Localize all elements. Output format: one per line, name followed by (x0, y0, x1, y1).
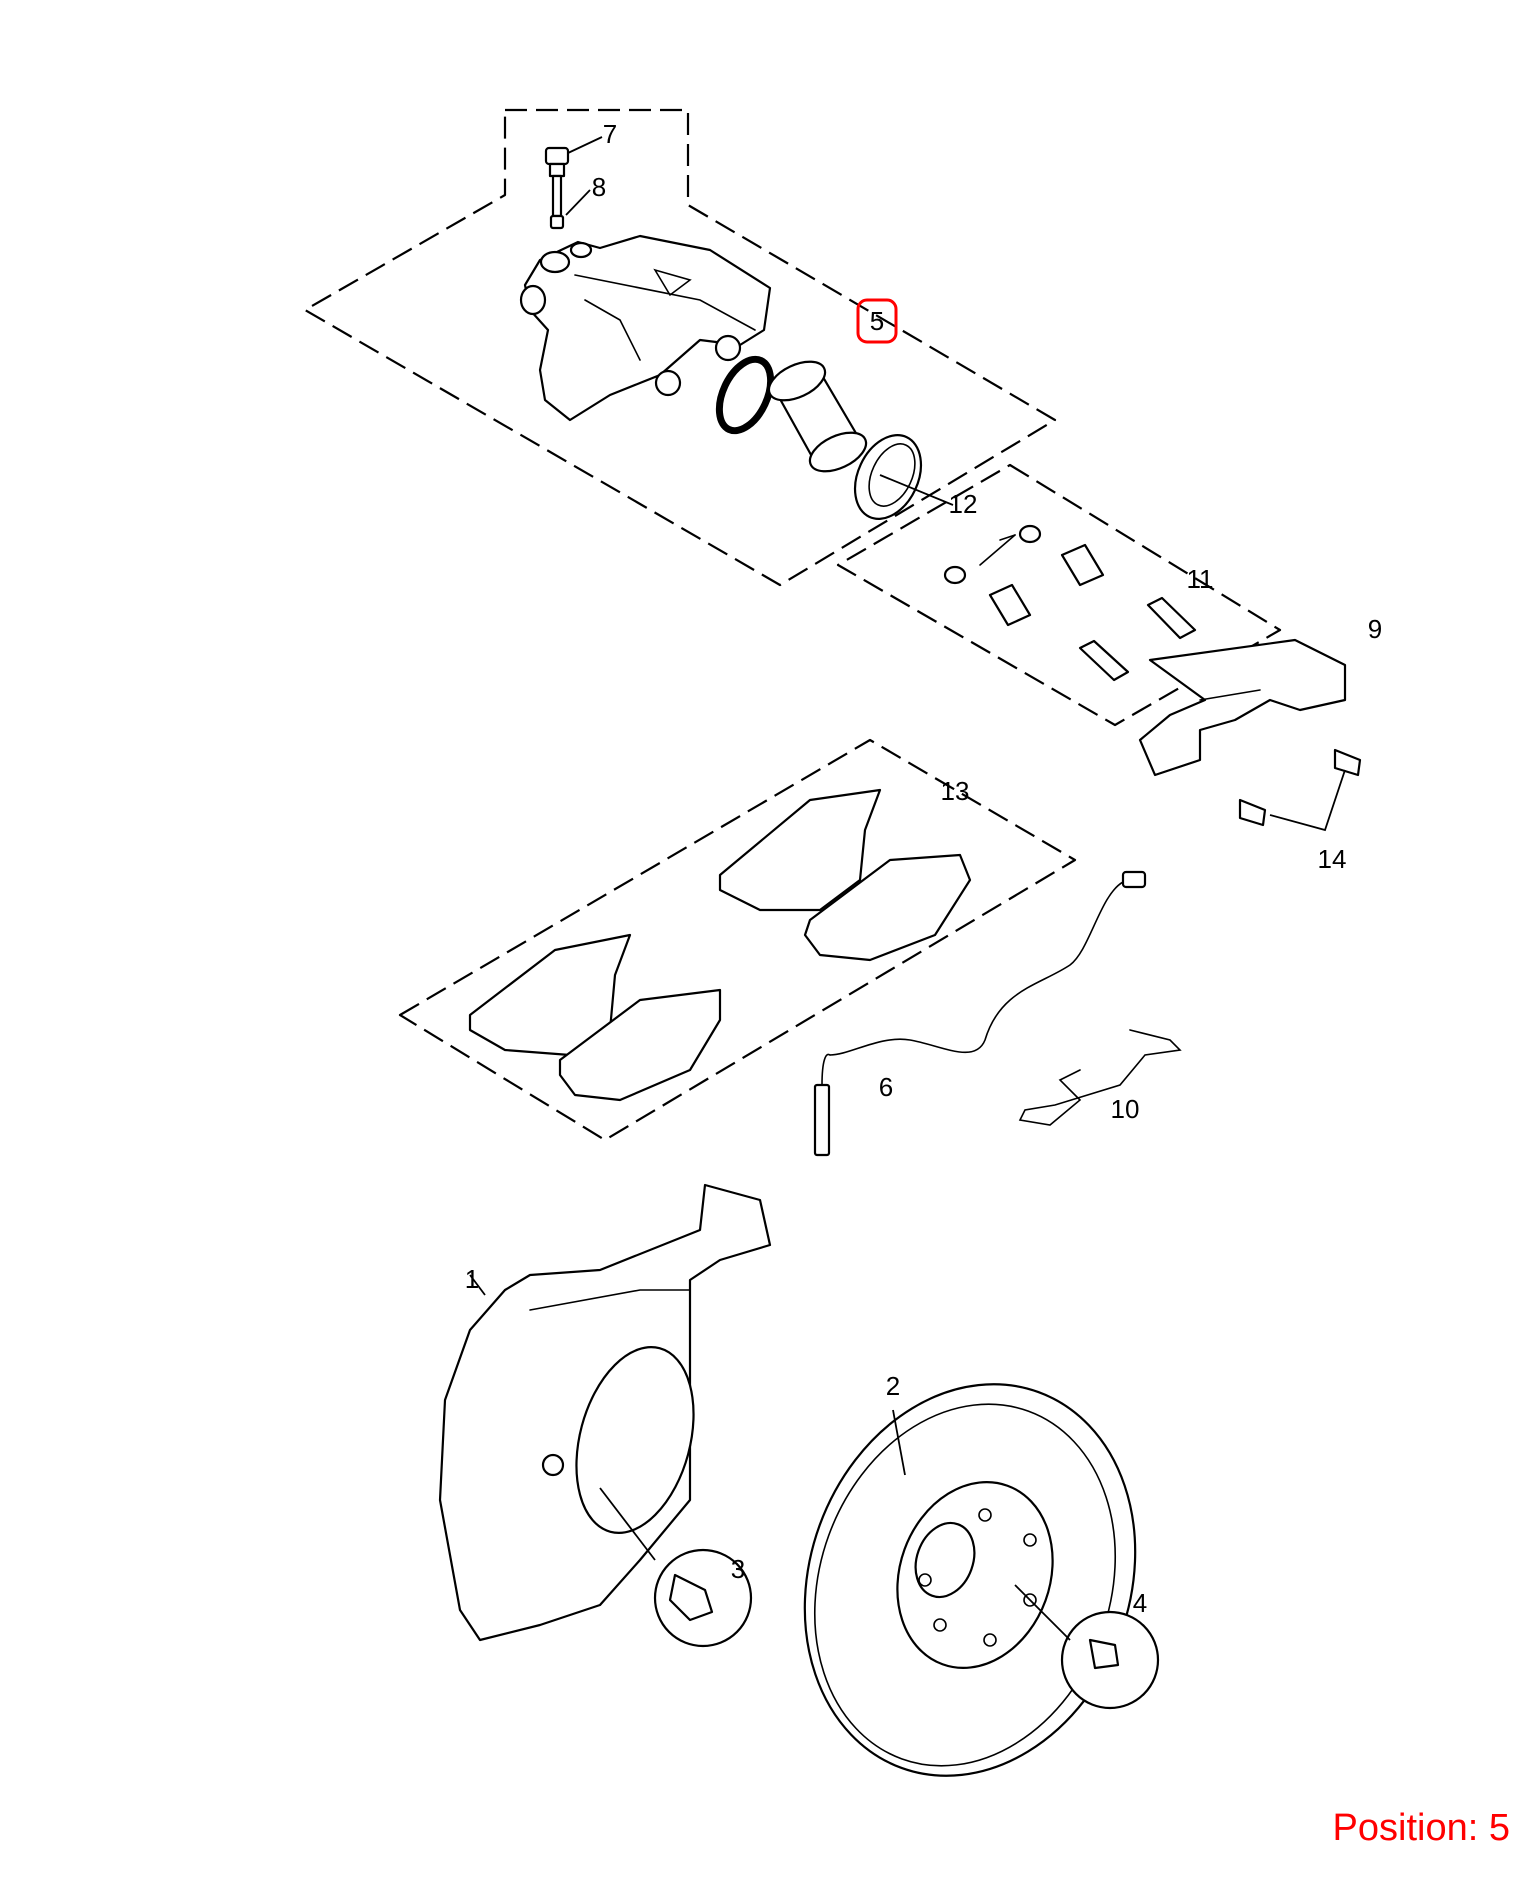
caliper-piston (767, 360, 868, 473)
callout-5[interactable]: 5 (870, 306, 884, 336)
callout-1: 1 (465, 1264, 479, 1294)
guide-pin-group-outline (836, 463, 1282, 727)
callout-9: 9 (1368, 614, 1382, 644)
brake-pad-group-outline (398, 738, 1077, 1142)
position-note: Position: 5 (1332, 1807, 1510, 1849)
guide-pin-set (943, 524, 1197, 682)
callout-8: 8 (592, 172, 606, 202)
caliper-group-outline (303, 108, 1057, 587)
callout-2: 2 (886, 1371, 900, 1401)
carrier-bolts (1238, 748, 1362, 832)
callout-12: 12 (949, 489, 978, 519)
spring-clip (1018, 1029, 1182, 1126)
brake-disc (803, 1383, 1137, 1777)
callout-7: 7 (603, 119, 617, 149)
callout-10: 10 (1111, 1094, 1140, 1124)
brake-pad-set (468, 788, 972, 1102)
shield-bolt-callout-circle (599, 1487, 753, 1648)
caliper-carrier (1138, 638, 1347, 777)
wear-sensor (813, 870, 1147, 1157)
callout-3: 3 (731, 1554, 745, 1584)
disc-screw-callout-circle (1014, 1584, 1160, 1710)
brake-caliper (519, 234, 772, 422)
callout-4: 4 (1133, 1588, 1147, 1618)
callout-6: 6 (879, 1072, 893, 1102)
callout-5-highlight-frame (856, 298, 898, 344)
bleeder-valve (544, 146, 570, 230)
callout-14: 14 (1318, 844, 1347, 874)
piston-seal (715, 355, 775, 435)
callout-11: 11 (1187, 564, 1214, 594)
splash-shield (438, 1183, 772, 1642)
callout-13: 13 (941, 776, 970, 806)
